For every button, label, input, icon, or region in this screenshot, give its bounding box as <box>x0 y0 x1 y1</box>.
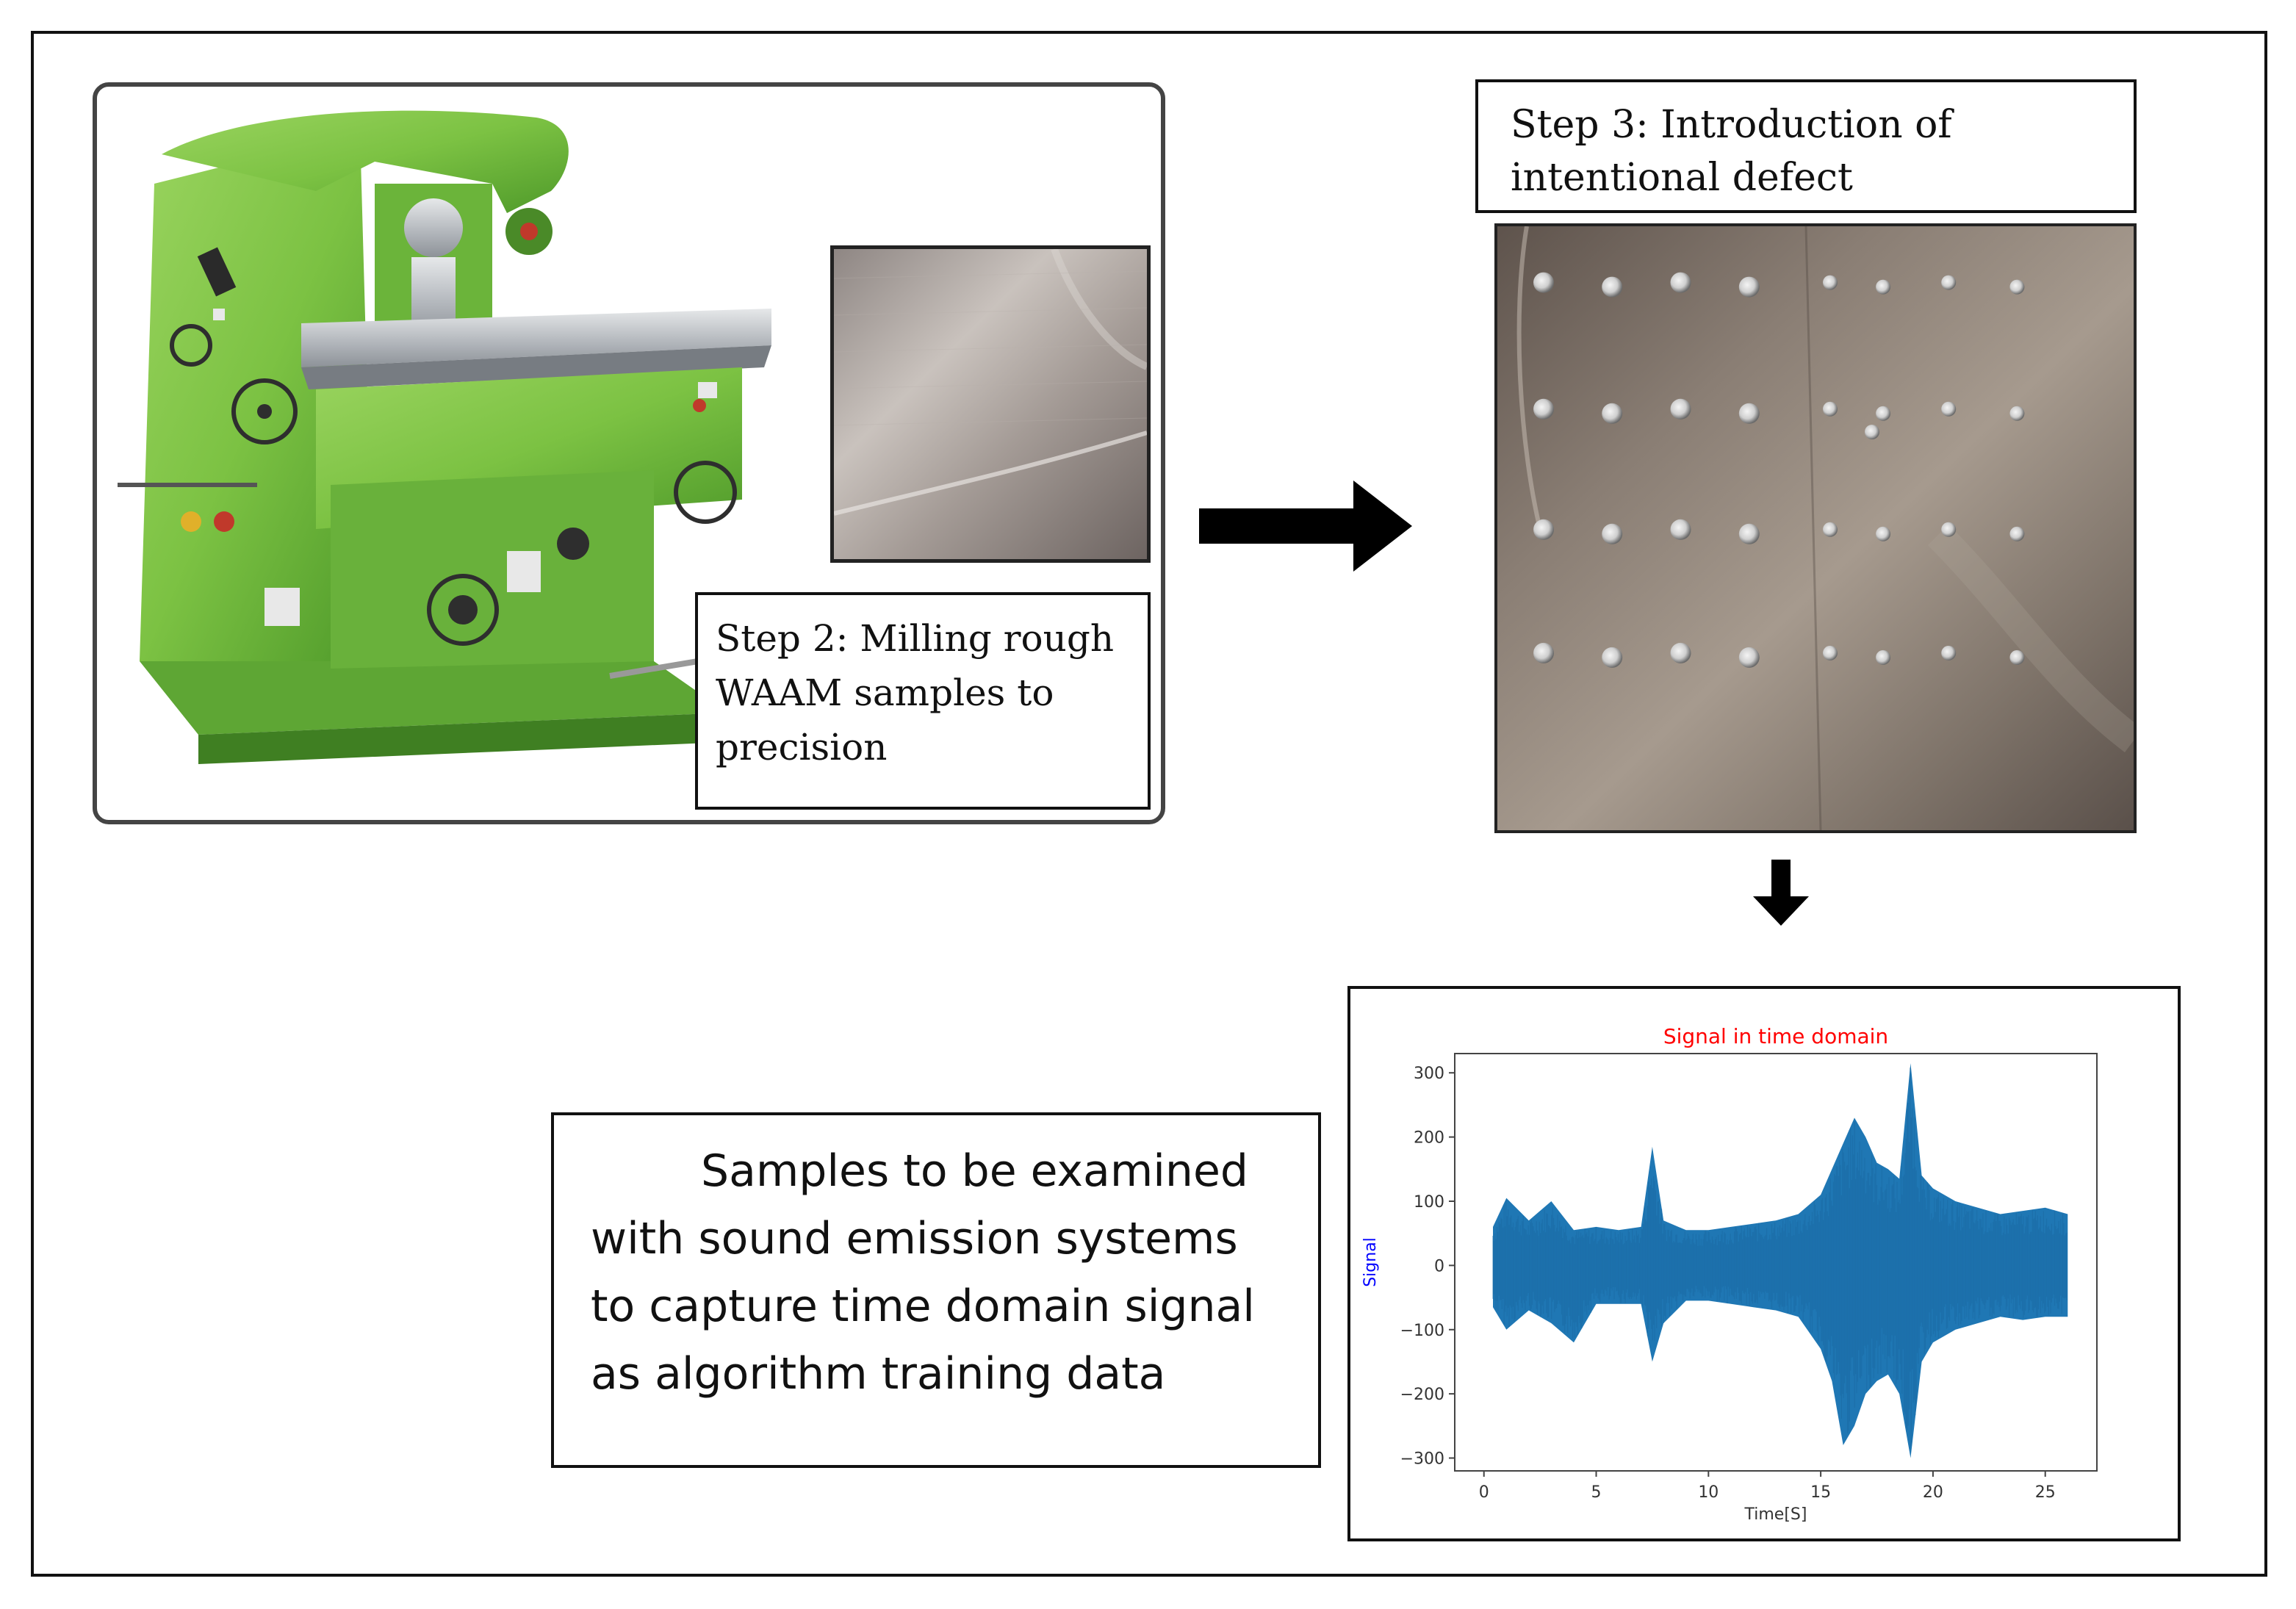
figure-border <box>31 31 2267 1577</box>
defect-hole <box>1865 425 1879 439</box>
defect-hole <box>1602 276 1623 298</box>
samples-description-line: Samples to be examined <box>701 1145 1248 1197</box>
defect-hole <box>1823 522 1838 537</box>
defect-hole <box>1533 642 1554 663</box>
chart-title: Signal in time domain <box>1663 1024 1888 1048</box>
x-tick-label: 0 <box>1479 1483 1489 1502</box>
samples-description: Samples to be examined with sound emissi… <box>551 1112 1321 1468</box>
defect-hole <box>1823 645 1838 660</box>
y-tick-label: 300 <box>1414 1065 1444 1083</box>
y-tick-label: −300 <box>1400 1450 1444 1469</box>
samples-description-line: with sound emission systems <box>591 1213 1238 1264</box>
samples-description-line: as algorithm training data <box>591 1348 1166 1400</box>
defect-hole <box>1533 398 1554 420</box>
y-tick-label: 100 <box>1414 1193 1444 1212</box>
plot-area <box>1454 1053 2098 1472</box>
y-tick-label: −200 <box>1400 1386 1444 1404</box>
defect-plate-image <box>1494 223 2137 833</box>
defect-hole <box>1670 398 1691 420</box>
step3-caption-line: intentional defect <box>1511 156 1853 200</box>
defect-hole <box>1738 403 1760 424</box>
x-tick-label: 10 <box>1698 1483 1719 1502</box>
milling-machine-image <box>118 110 771 764</box>
arrow-down-icon <box>1753 860 1809 926</box>
step3-caption-line: Step 3: Introduction of <box>1511 103 1952 147</box>
step2-caption-line: Step 2: Milling rough <box>716 617 1115 660</box>
samples-description-line: to capture time domain signal <box>591 1281 1255 1332</box>
defect-hole <box>1738 276 1760 298</box>
defect-hole <box>2009 406 2025 421</box>
defect-hole <box>1738 647 1760 668</box>
x-tick-label: 25 <box>2035 1483 2056 1502</box>
milled-sample-image <box>830 245 1151 563</box>
defect-hole <box>1876 526 1891 541</box>
defect-hole <box>1602 647 1623 668</box>
defect-hole <box>2009 279 2025 295</box>
defect-hole <box>1670 642 1691 663</box>
defect-hole <box>1533 272 1554 293</box>
defect-hole <box>1533 519 1554 540</box>
x-tick-label: 20 <box>1923 1483 1943 1502</box>
defect-hole <box>1941 522 1957 537</box>
defect-hole <box>1876 279 1891 295</box>
defect-hole <box>1876 406 1891 421</box>
y-axis-label: Signal <box>1361 1237 1380 1287</box>
defect-hole <box>1602 403 1623 424</box>
x-tick-label: 5 <box>1591 1483 1602 1502</box>
step3-caption: Step 3: Introduction of intentional defe… <box>1475 79 2137 213</box>
x-tick-label: 15 <box>1810 1483 1831 1502</box>
defect-hole <box>1738 523 1760 544</box>
defect-hole <box>1670 519 1691 540</box>
arrow-right-icon <box>1199 480 1412 572</box>
defect-hole <box>1602 523 1623 544</box>
y-tick-label: 0 <box>1434 1257 1444 1275</box>
defect-hole <box>1670 272 1691 293</box>
defect-hole <box>1876 649 1891 665</box>
signal-series-texture <box>1492 1068 2068 1447</box>
step2-caption-line: precision <box>716 726 888 768</box>
defect-hole <box>2009 649 2025 665</box>
step2-caption-line: WAAM samples to <box>716 672 1054 714</box>
signal-chart: Signal in time domain3002001000−100−200−… <box>1361 1024 2098 1524</box>
x-axis-label: Time[S] <box>1744 1505 1807 1524</box>
defect-hole <box>1941 645 1957 660</box>
defect-hole <box>1823 401 1838 417</box>
defect-hole <box>1941 275 1957 290</box>
y-tick-label: −100 <box>1400 1322 1444 1340</box>
y-tick-label: 200 <box>1414 1129 1444 1148</box>
signal-series <box>1493 1063 2068 1458</box>
step2-caption: Step 2: Milling rough WAAM samples to pr… <box>695 592 1151 810</box>
defect-hole <box>1941 401 1957 417</box>
defect-hole <box>2009 526 2025 541</box>
defect-hole <box>1823 275 1838 290</box>
